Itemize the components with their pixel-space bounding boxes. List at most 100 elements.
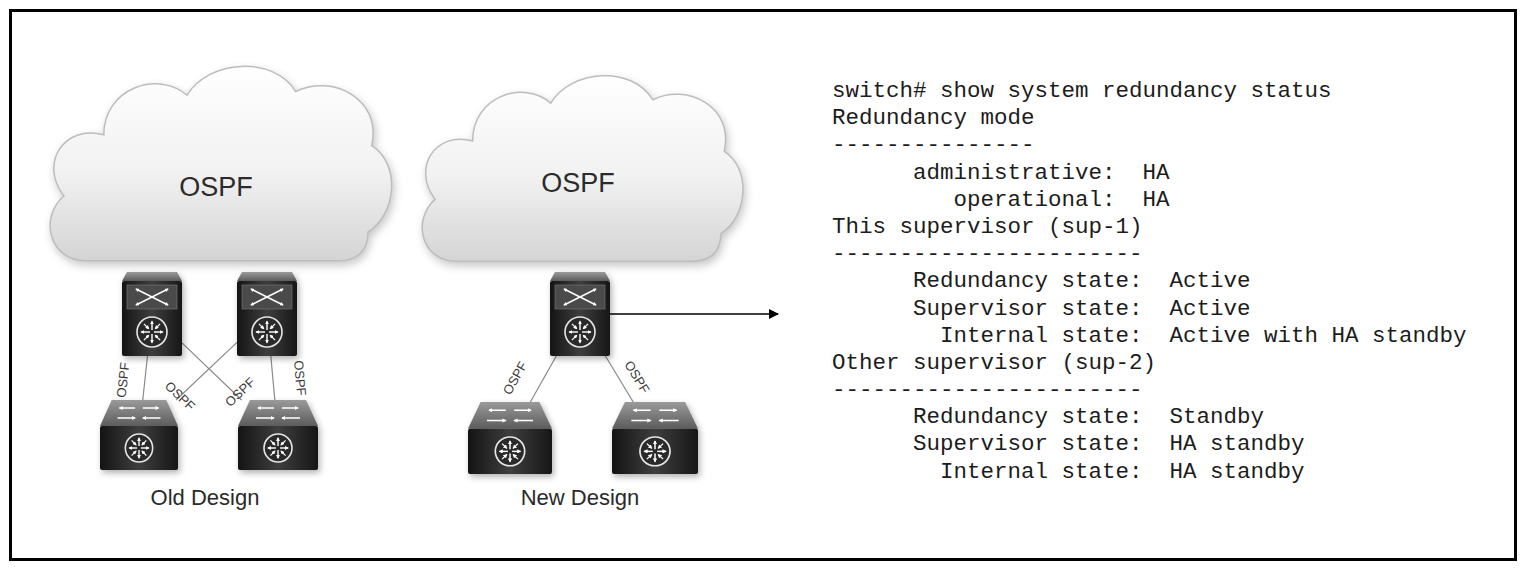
cli-line: ----------------------- [832,377,1498,404]
panel-arrow [634,409,651,411]
switch-top [468,402,552,429]
cli-line: ----------------------- [832,241,1498,268]
emblem-arrow [569,331,578,332]
panel-arrow [659,409,676,411]
switch-top [237,272,297,281]
emblem-arrow [270,335,275,340]
panel-arrow [659,420,678,422]
switch-panel [127,285,177,309]
emblem-arrow [647,444,652,449]
ospf-link [271,356,275,400]
emblem-arrow [129,447,137,448]
emblem-arrow [270,451,275,456]
panel-arrow [118,417,136,419]
cli-line: switch# show system redundancy status [832,78,1498,105]
emblem-arrow [277,438,278,446]
switch-body [100,426,178,470]
access-switch [100,400,178,470]
cli-line: Internal state: Active with HA standby [832,323,1498,350]
emblem-arrow [512,451,520,452]
switch-emblem [640,437,670,466]
cloud-shape [35,52,397,268]
cli-output: switch# show system redundancy statusRed… [778,78,1498,498]
access-switch [238,400,318,470]
core-switch [237,272,297,356]
panel-arrow [282,417,300,419]
cloud-outline [50,66,392,260]
emblem-arrow [268,447,276,448]
emblem-arrow [280,447,288,448]
switch-top [238,400,318,426]
switch-body [612,429,698,474]
switch-body [122,281,182,356]
switch-panel [242,285,292,309]
switch-top [122,272,182,281]
cli-line: --------------- [832,132,1498,159]
emblem-arrow [142,440,146,445]
cli-line: Redundancy state: Standby [832,404,1498,431]
emblem-arrow [582,331,591,332]
core-switch [122,272,182,356]
switch-body [237,281,297,356]
emblem-arrow [502,454,507,459]
panel-arrow [251,289,283,305]
emblem-arrow [502,444,507,449]
emblem-arrow [654,453,656,461]
cli-line: operational: HA [832,187,1498,214]
emblem-arrow [151,334,152,343]
panel-arrow [143,417,161,419]
emblem-arrow [658,444,663,449]
emblem-arrow [266,321,267,330]
switch-emblem [252,317,282,347]
emblem-arrow [644,451,653,452]
emblem-arrow [144,335,149,340]
frame-border [11,11,1516,560]
emblem-arrow [141,447,149,448]
ospf-link [530,356,556,402]
emblem-arrow [138,438,139,446]
emblem-arrow [256,331,265,332]
cloud-label: OSPF [408,168,748,199]
emblem-arrow [277,450,278,458]
access-switch [468,402,552,474]
emblem-arrow [583,335,588,340]
panel-arrow [514,409,531,411]
emblem-arrow [579,334,580,343]
switch-body [468,429,552,474]
emblem-arrow [259,324,264,329]
panel-arrow [489,409,506,411]
emblem-arrow [138,450,139,458]
cloud-label: OSPF [35,172,397,203]
emblem-arrow [270,440,275,445]
panel-arrow [514,420,533,422]
switch-emblem [565,317,595,347]
cli-line: administrative: HA [832,160,1498,187]
emblem-arrow [583,324,588,329]
emblem-arrow [155,335,160,340]
link-label: OSPF [291,360,309,397]
emblem-arrow [657,451,666,452]
link-label: OSPF [500,359,530,397]
cli-line: Supervisor state: Active [832,296,1498,323]
switch-emblem [495,437,524,466]
core-switch [550,272,610,356]
switch-body [238,426,318,470]
core-shape [550,272,610,356]
ospf-cloud: OSPF [35,52,397,268]
cli-line: Redundancy state: Active [832,268,1498,295]
emblem-arrow [509,441,510,449]
emblem-arrow [151,321,152,330]
emblem-arrow [141,331,150,332]
panel-arrow [136,289,168,305]
cli-line: Internal state: HA standby [832,459,1498,486]
panel-arrow [251,289,283,305]
emblem-arrow [572,335,577,340]
access-switch [612,402,698,474]
switch-emblem [137,317,167,347]
emblem-arrow [509,453,510,461]
access-shape [468,402,552,474]
emblem-arrow [132,440,136,445]
emblem-arrow [513,454,518,459]
cli-line: This supervisor (sup-1) [832,214,1498,241]
panel-arrow [564,289,596,305]
